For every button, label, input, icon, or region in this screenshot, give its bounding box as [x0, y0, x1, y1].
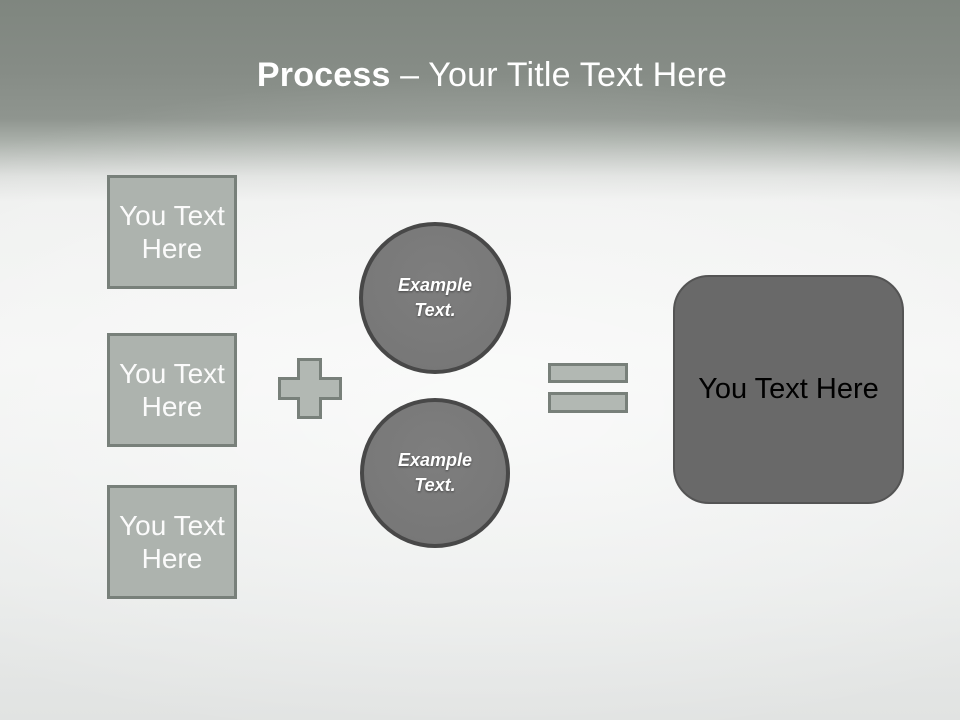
- slide-title: Process– Your Title Text Here: [12, 56, 960, 95]
- result-box: You Text Here: [673, 275, 904, 504]
- plus-icon: [278, 358, 342, 419]
- example-circle-1-label: Example Text.: [397, 274, 473, 320]
- example-circle-2: Example Text.: [360, 398, 510, 548]
- example-circle-2-label: Example Text.: [397, 449, 473, 495]
- title-subtitle: – Your Title Text Here: [400, 56, 728, 94]
- input-box-1-label: You Text Here: [119, 199, 225, 264]
- title-keyword: Process: [256, 56, 391, 94]
- input-box-2: You Text Here: [107, 333, 237, 447]
- equals-icon: [548, 363, 628, 413]
- result-box-label: You Text Here: [698, 373, 879, 405]
- input-box-2-label: You Text Here: [119, 357, 225, 422]
- example-circle-1: Example Text.: [359, 222, 511, 374]
- input-box-1: You Text Here: [107, 175, 237, 289]
- input-box-3-label: You Text Here: [119, 509, 225, 574]
- input-box-3: You Text Here: [107, 485, 237, 599]
